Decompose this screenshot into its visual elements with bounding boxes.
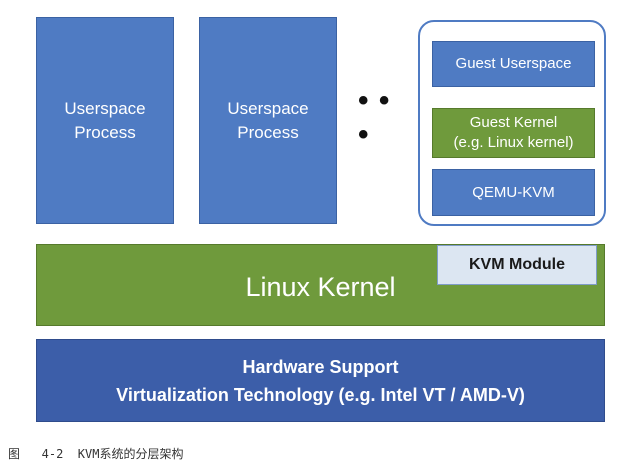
hardware-support-layer: Hardware Support Virtualization Technolo…: [36, 339, 605, 422]
linux-kernel-label: Linux Kernel: [245, 271, 396, 302]
guest-userspace-box: Guest Userspace: [432, 41, 595, 87]
guest-kernel-box: Guest Kernel (e.g. Linux kernel): [432, 108, 595, 158]
ellipsis-dots: • • •: [358, 84, 391, 151]
userspace-process-box-2: Userspace Process: [199, 17, 337, 224]
figure-caption: 图 4-2 KVM系统的分层架构: [8, 447, 184, 461]
kvm-module-box: KVM Module: [437, 245, 597, 285]
userspace-process-box-1: Userspace Process: [36, 17, 174, 224]
qemu-kvm-box: QEMU-KVM: [432, 169, 595, 216]
